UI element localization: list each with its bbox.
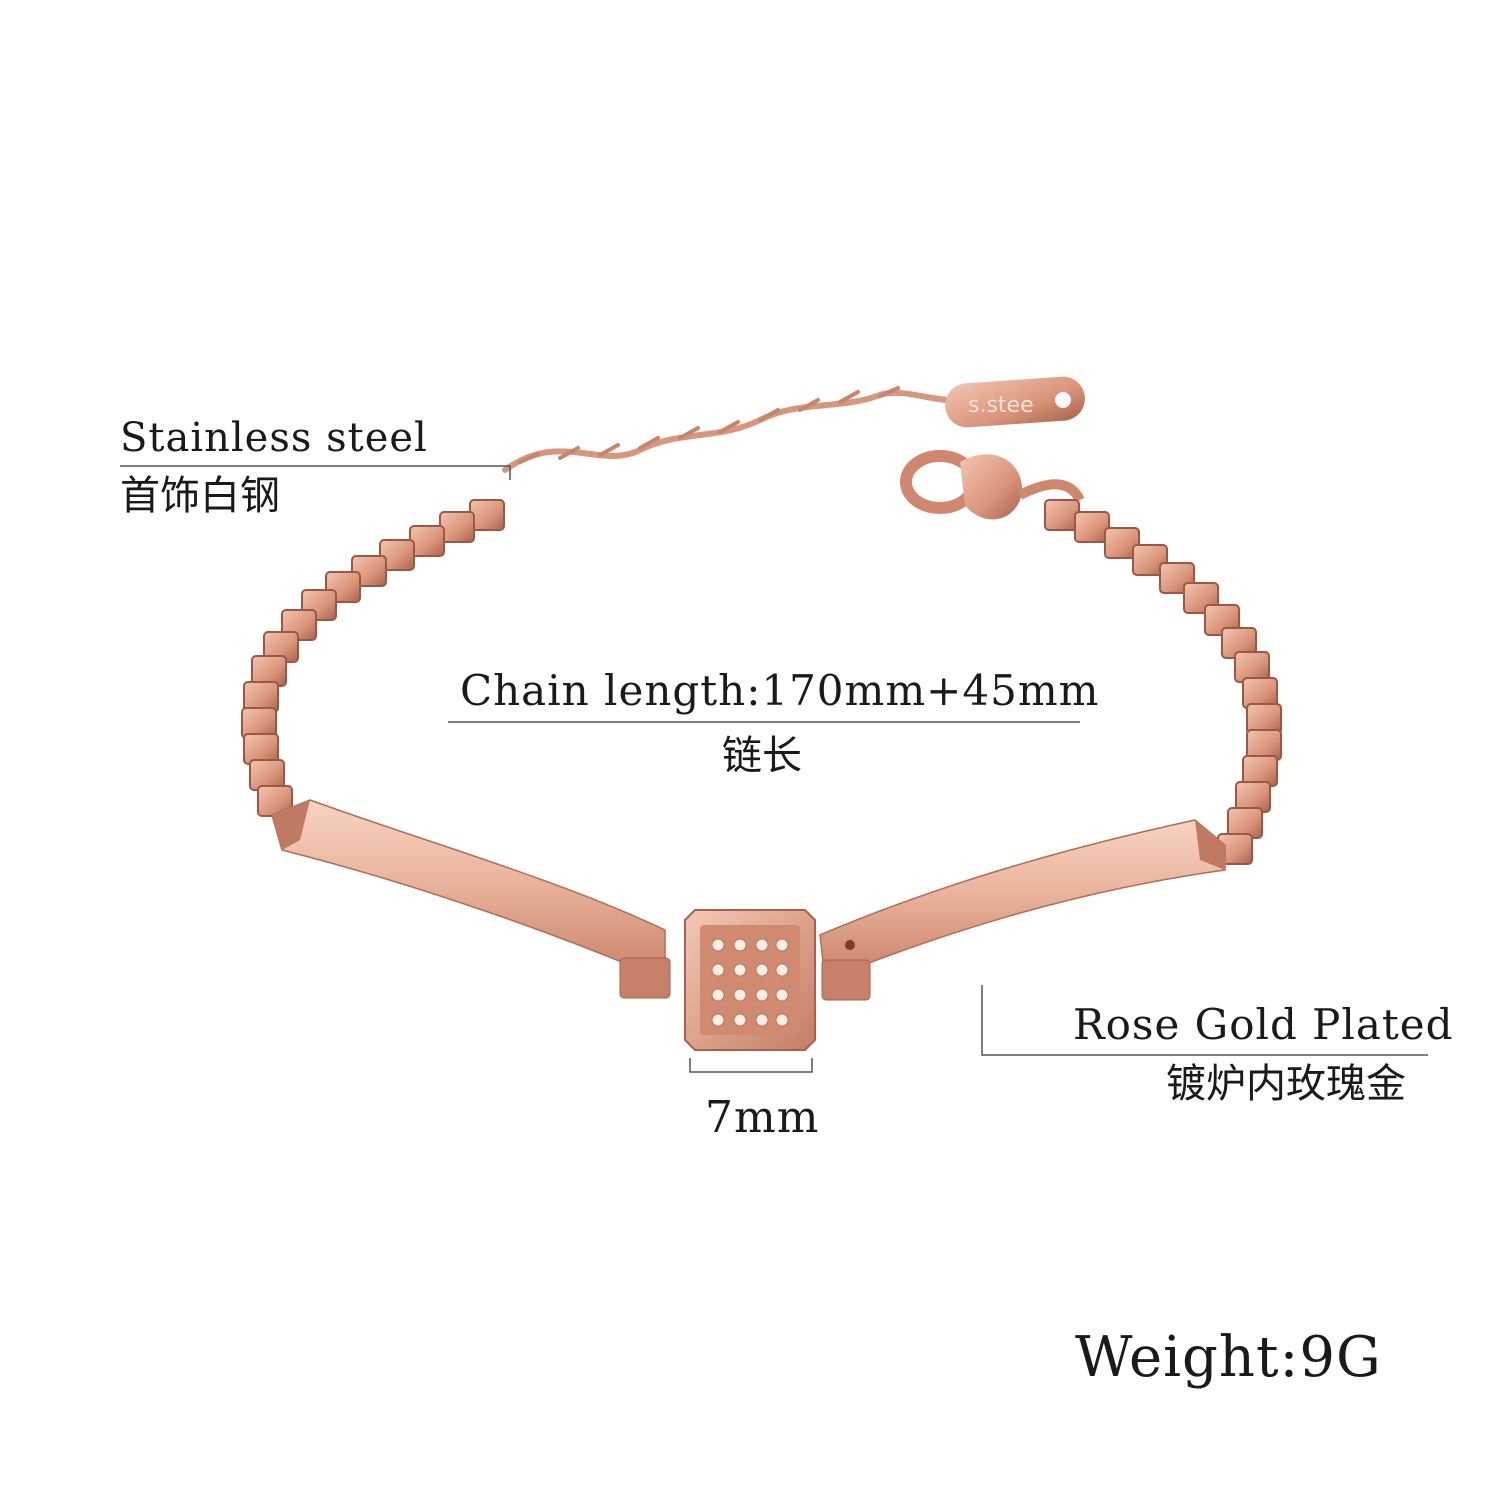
tag-text: s.stee bbox=[968, 393, 1034, 418]
material-label-en: Stainless steel bbox=[120, 415, 428, 461]
lobster-clasp bbox=[900, 450, 1085, 520]
plating-label-en: Rose Gold Plated bbox=[1073, 1000, 1454, 1049]
size-callout-bracket bbox=[689, 1058, 813, 1073]
crystal-grid bbox=[711, 938, 789, 1027]
material-label-zh: 首饰白钢 bbox=[120, 473, 280, 519]
crystal-cube-pendant bbox=[684, 909, 816, 1051]
extension-chain bbox=[502, 386, 953, 473]
chain-length-label-en: Chain length:170mm+45mm bbox=[460, 666, 1100, 715]
material-callout-line bbox=[120, 465, 511, 480]
left-box-chain bbox=[241, 499, 505, 817]
brand-tag: s.stee bbox=[945, 376, 1085, 428]
right-curved-bar bbox=[819, 819, 1226, 1001]
plating-label-zh: 镀炉内玫瑰金 bbox=[1166, 1061, 1406, 1107]
right-box-chain bbox=[1044, 499, 1282, 865]
callout-lines bbox=[120, 465, 1428, 1073]
plating-callout-line bbox=[981, 985, 1428, 1056]
left-curved-bar bbox=[271, 799, 671, 999]
chain-length-label-zh: 链长 bbox=[722, 733, 802, 779]
pendant-size-label: 7mm bbox=[705, 1092, 820, 1143]
weight-label: Weight:9G bbox=[1075, 1325, 1382, 1390]
